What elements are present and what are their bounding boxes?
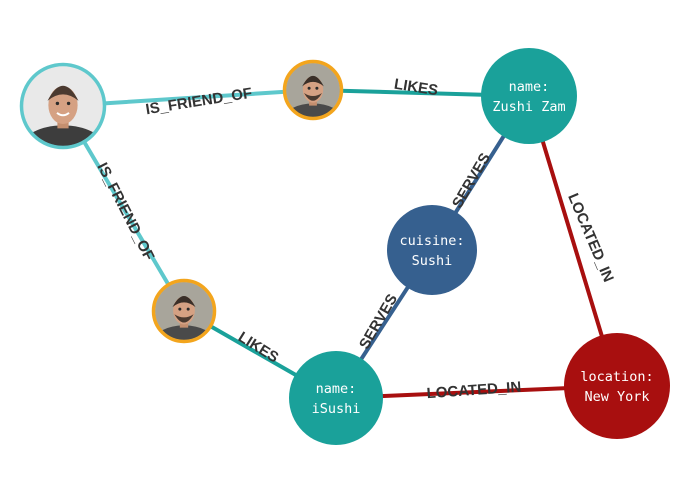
- node-person1[interactable]: [19, 62, 107, 168]
- edge-label-is-friend-of: IS_FRIEND_OF: [144, 85, 253, 119]
- person-avatar-icon: [155, 282, 213, 340]
- nodes-layer: name: Zushi Zam cuisine: Sushi name: iSushi lo…: [19, 48, 670, 445]
- node-label-line: cuisine:: [399, 233, 464, 249]
- node-label-line: Zushi Zam: [492, 99, 565, 115]
- node-label-line: name:: [316, 381, 357, 397]
- node-label-line: location:: [580, 369, 653, 385]
- node-location[interactable]: location: New York: [564, 333, 670, 439]
- node-zushi[interactable]: name: Zushi Zam: [481, 48, 577, 144]
- node-label-line: iSushi: [312, 401, 361, 417]
- node-isushi[interactable]: name: iSushi: [289, 351, 383, 445]
- edge-label-located-in: LOCATED_IN: [426, 379, 522, 403]
- node-person2[interactable]: [282, 59, 344, 134]
- person-avatar-icon: [23, 66, 103, 146]
- node-label-line: Sushi: [412, 253, 453, 269]
- node-circle: [387, 205, 477, 295]
- edge-label-serves: SERVES: [449, 150, 494, 211]
- edge-label-likes: LIKES: [393, 76, 439, 100]
- node-cuisine[interactable]: cuisine: Sushi: [387, 205, 477, 295]
- node-circle: [289, 351, 383, 445]
- node-circle: [564, 333, 670, 439]
- edge-label-is-friend-of: IS_FRIEND_OF: [93, 160, 157, 264]
- node-circle: [481, 48, 577, 144]
- person-avatar-icon: [286, 63, 340, 117]
- node-person3[interactable]: [151, 278, 217, 357]
- node-label-line: New York: [584, 389, 649, 405]
- node-label-line: name:: [509, 79, 550, 95]
- edge-label-likes: LIKES: [235, 329, 281, 367]
- edge-label-serves: SERVES: [356, 291, 401, 352]
